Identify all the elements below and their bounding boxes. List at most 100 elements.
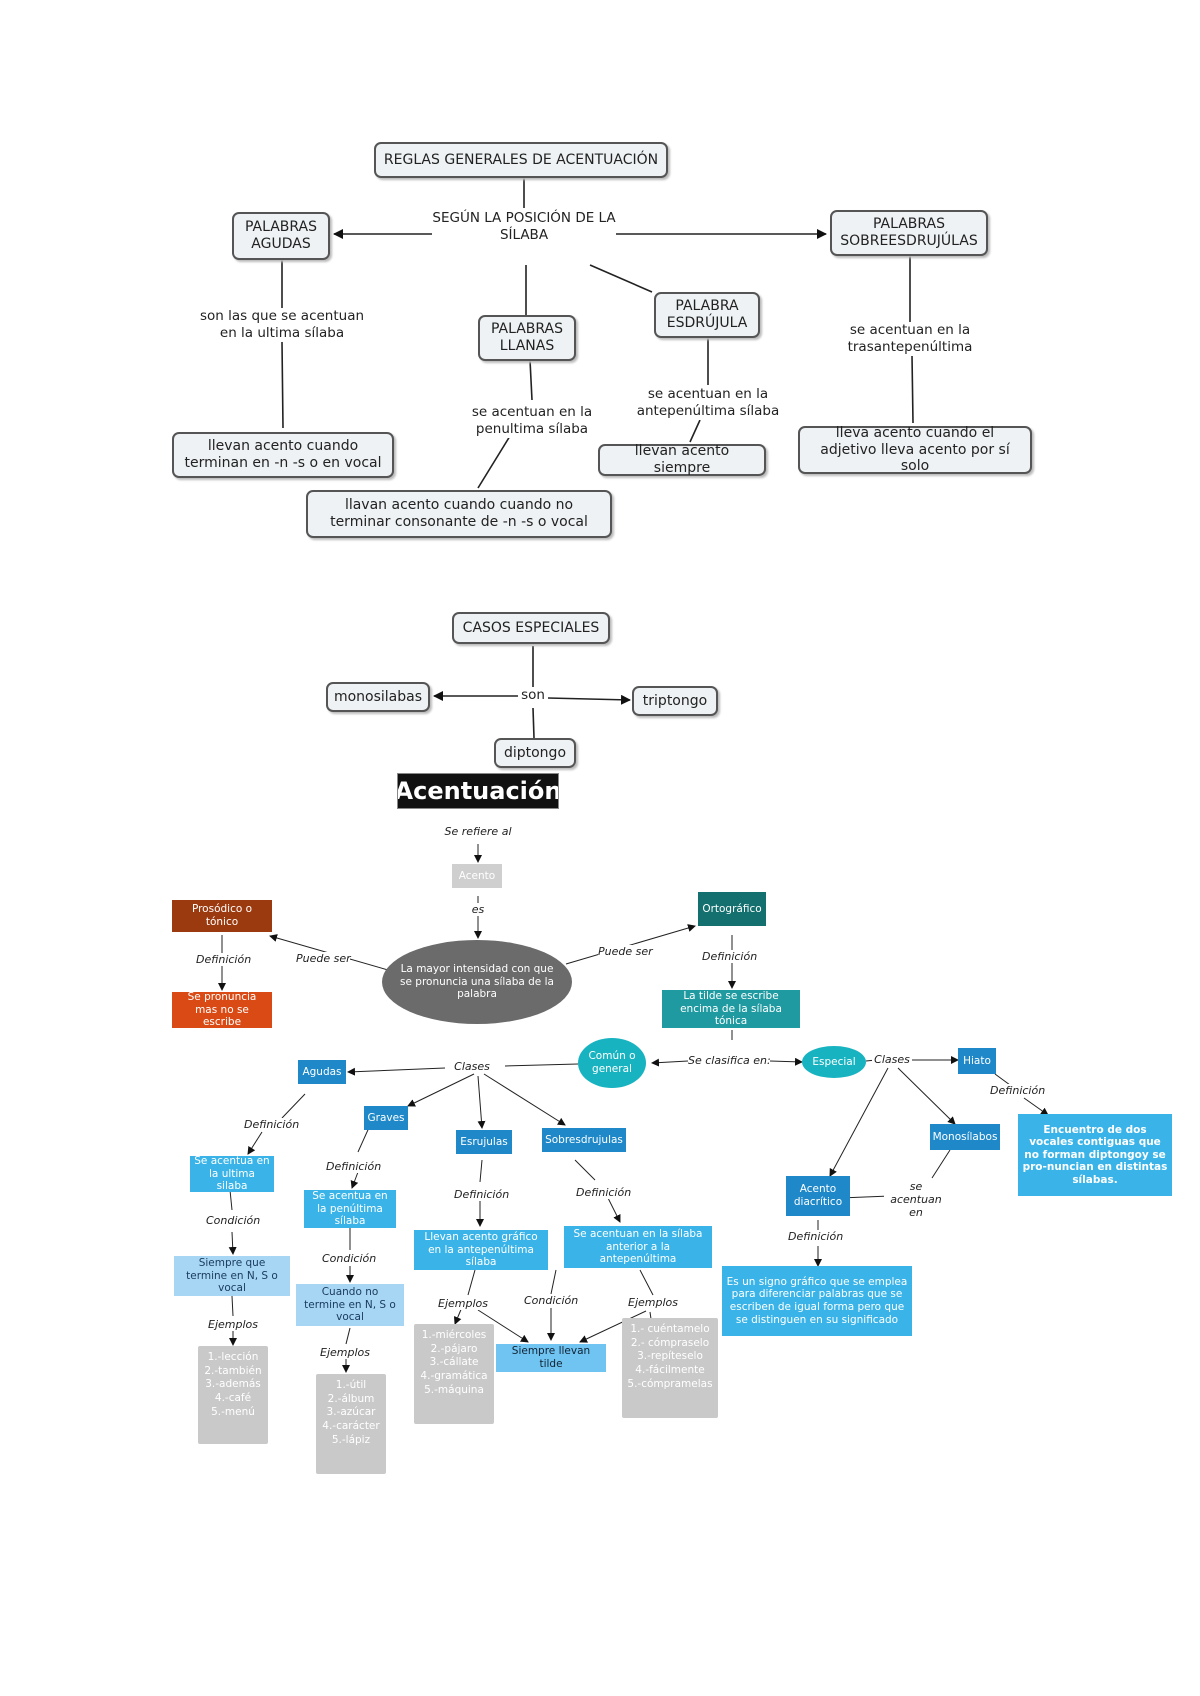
label-definicion-ortografico: Definición [702, 950, 758, 963]
acentuacion-title-text: Acentuación [394, 776, 562, 805]
examples-sobresdrujulas: 1.- cuéntamelo 2.- cómpraselo 3.-repítes… [622, 1318, 718, 1418]
label-se-refiere: Se refiere al [440, 825, 516, 838]
example-item: 5.-menú [211, 1405, 255, 1418]
node-graves-text: Graves [367, 1111, 405, 1124]
node-esdrujula-rule-text: llevan acento siempre [634, 443, 730, 476]
node-sobresdrujulas-def-text: Se acentuan en la sílaba anterior a la a… [573, 1228, 703, 1266]
node-sobresdrujulas-def: Se acentuan en la sílaba anterior a la a… [564, 1226, 712, 1268]
node-palabras-llanas: PALABRAS LLANAS [478, 315, 576, 361]
node-ortografico-text: Ortográfico [702, 902, 762, 915]
label-def-diacritico: Definición [788, 1230, 844, 1243]
node-acento: Acento [452, 864, 502, 888]
node-graves-def: Se acentua en la penúltima sílaba [304, 1190, 396, 1228]
label-clases-comun: Clases [452, 1060, 492, 1073]
example-item: 4.-fácilmente [635, 1363, 705, 1376]
node-graves-cond: Cuando no termine en N, S o vocal [296, 1284, 404, 1326]
llanas-definition: se acentuan en la penultima sílaba [462, 404, 602, 438]
node-comun-general: Común o general [578, 1038, 646, 1088]
node-acento-diacritico: Acento diacrítico [786, 1176, 850, 1216]
node-palabras-agudas: PALABRAS AGUDAS [232, 212, 330, 260]
node-prosodico-text: Prosódico o tónico [191, 903, 253, 928]
node-prosodico-def-text: Se pronuncia mas no se escribe [187, 991, 257, 1029]
label-se-acentuan-en: se acentuan en [884, 1180, 948, 1219]
node-palabras-llanas-text: PALABRAS LLANAS [490, 321, 564, 354]
label-def-agudas: Definición [244, 1118, 300, 1131]
node-esrujulas-text: Esrujulas [460, 1135, 508, 1148]
label-def-hiato: Definición [990, 1084, 1046, 1097]
examples-esdrujulas: 1.-miércoles 2.-pájaro 3.-cállate 4.-gra… [414, 1324, 494, 1424]
example-item: 2.- cómpraselo [630, 1336, 710, 1349]
node-hiato-def: Encuentro de dos vocales contiguas que n… [1018, 1114, 1172, 1196]
label-ej-agudas: Ejemplos [206, 1318, 260, 1331]
label-puede-ser-right: Puede ser [598, 945, 653, 958]
node-palabra-esdrujula: PALABRA ESDRÚJULA [654, 292, 760, 338]
example-item: 3.-además [205, 1378, 261, 1391]
example-item: 1.-miércoles [421, 1329, 487, 1341]
node-diacritico-def: Es un signo gráfico que se emplea para d… [722, 1266, 912, 1336]
node-llanas-rule: llavan acento cuando cuando no terminar … [306, 490, 612, 538]
agudas-definition: son las que se acentuan en la ultima síl… [192, 308, 372, 342]
node-sobresdrujulas: Sobresdrujulas [542, 1128, 626, 1152]
node-casos-especiales: CASOS ESPECIALES [452, 612, 610, 644]
node-comun-general-text: Común o general [588, 1050, 636, 1075]
node-agudas-cond: Siempre que termine en N, S o vocal [174, 1256, 290, 1296]
label-se-clasifica: Se clasifica en: [688, 1054, 771, 1067]
acentuacion-title: Acentuación [395, 773, 561, 809]
node-especial: Especial [802, 1046, 866, 1078]
node-monosilabas-text: monosilabas [333, 688, 423, 705]
map1-title-node: REGLAS GENERALES DE ACENTUACIÓN [374, 142, 668, 178]
label-es: es [466, 903, 490, 916]
label-clases-especial: Clases [872, 1053, 912, 1066]
examples-agudas: 1.-lección 2.-también 3.-además 4.-café … [198, 1346, 268, 1444]
map1-hub-label: SEGÚN LA POSICIÓN DE LA SÍLABA [432, 210, 616, 244]
label-definicion-prosodico: Definición [196, 953, 252, 966]
node-ortografico-def-text: La tilde se escribe encima de la sílaba … [680, 990, 782, 1028]
node-agudas-def: Se acentua en la ultima silaba [190, 1155, 274, 1193]
node-esdrujulas-def: Llevan acento gráfico en la antepenúltim… [414, 1230, 548, 1270]
node-definicion-acento: La mayor intensidad con que se pronuncia… [382, 940, 572, 1024]
node-esrujulas: Esrujulas [456, 1130, 512, 1154]
node-diptongo-text: diptongo [503, 744, 567, 761]
node-palabras-agudas-text: PALABRAS AGUDAS [244, 219, 318, 252]
example-item: 2.-también [204, 1364, 262, 1377]
example-item: 4.-gramática [420, 1369, 488, 1382]
node-palabra-esdrujula-text: PALABRA ESDRÚJULA [666, 298, 748, 331]
node-agudas-def-text: Se acentua en la ultima silaba [194, 1155, 270, 1193]
label-cond-graves: Condición [322, 1252, 377, 1265]
node-triptongo: triptongo [632, 686, 718, 716]
example-item: 2.-pájaro [430, 1342, 478, 1355]
label-ej-sobresdrujulas: Ejemplos [626, 1296, 680, 1309]
node-sobre-rule-text: lleva acento cuando el adjetivo lleva ac… [820, 424, 1010, 475]
node-acento-text: Acento [458, 869, 496, 882]
example-item: 1.-útil [335, 1379, 367, 1391]
label-cond-center: Condición [524, 1294, 579, 1307]
examples-graves: 1.-útil 2.-álbum 3.-azúcar 4.-carácter 5… [316, 1374, 386, 1474]
node-esdrujula-rule: llevan acento siempre [598, 443, 766, 476]
node-ortografico-def: La tilde se escribe encima de la sílaba … [662, 990, 800, 1028]
node-triptongo-text: triptongo [642, 692, 708, 709]
node-ortografico: Ortográfico [698, 892, 766, 926]
map1-title: REGLAS GENERALES DE ACENTUACIÓN [383, 151, 659, 168]
label-def-graves: Definición [326, 1160, 382, 1173]
node-agudas: Agudas [298, 1060, 346, 1084]
node-siempre-tilde: Siempre llevan tilde [496, 1344, 606, 1372]
example-item: 4.-carácter [322, 1419, 380, 1432]
example-item: 4.-café [214, 1391, 252, 1404]
node-diacritico-def-text: Es un signo gráfico que se emplea para d… [726, 1275, 908, 1326]
node-hiato-text: Hiato [963, 1054, 991, 1067]
label-ej-graves: Ejemplos [318, 1346, 372, 1359]
sobre-definition: se acentuan en la trasantepenúltima [830, 322, 990, 356]
esdrujula-definition: se acentuan en la antepenúltima sílaba [628, 386, 788, 420]
example-item: 2.-álbum [327, 1392, 375, 1405]
label-cond-agudas: Condición [206, 1214, 261, 1227]
example-item: 1.- cuéntamelo [630, 1323, 710, 1335]
node-monosilabos: Monosílabos [930, 1124, 1000, 1150]
node-monosilabas: monosilabas [326, 682, 430, 712]
node-definicion-acento-text: La mayor intensidad con que se pronuncia… [400, 963, 554, 1001]
label-son: son [518, 687, 548, 704]
label-def-esdrujulas: Definición [454, 1188, 510, 1201]
node-diptongo: diptongo [494, 738, 576, 768]
node-hiato-def-text: Encuentro de dos vocales contiguas que n… [1022, 1123, 1168, 1186]
node-prosodico: Prosódico o tónico [172, 900, 272, 932]
node-monosilabos-text: Monosílabos [932, 1130, 998, 1143]
